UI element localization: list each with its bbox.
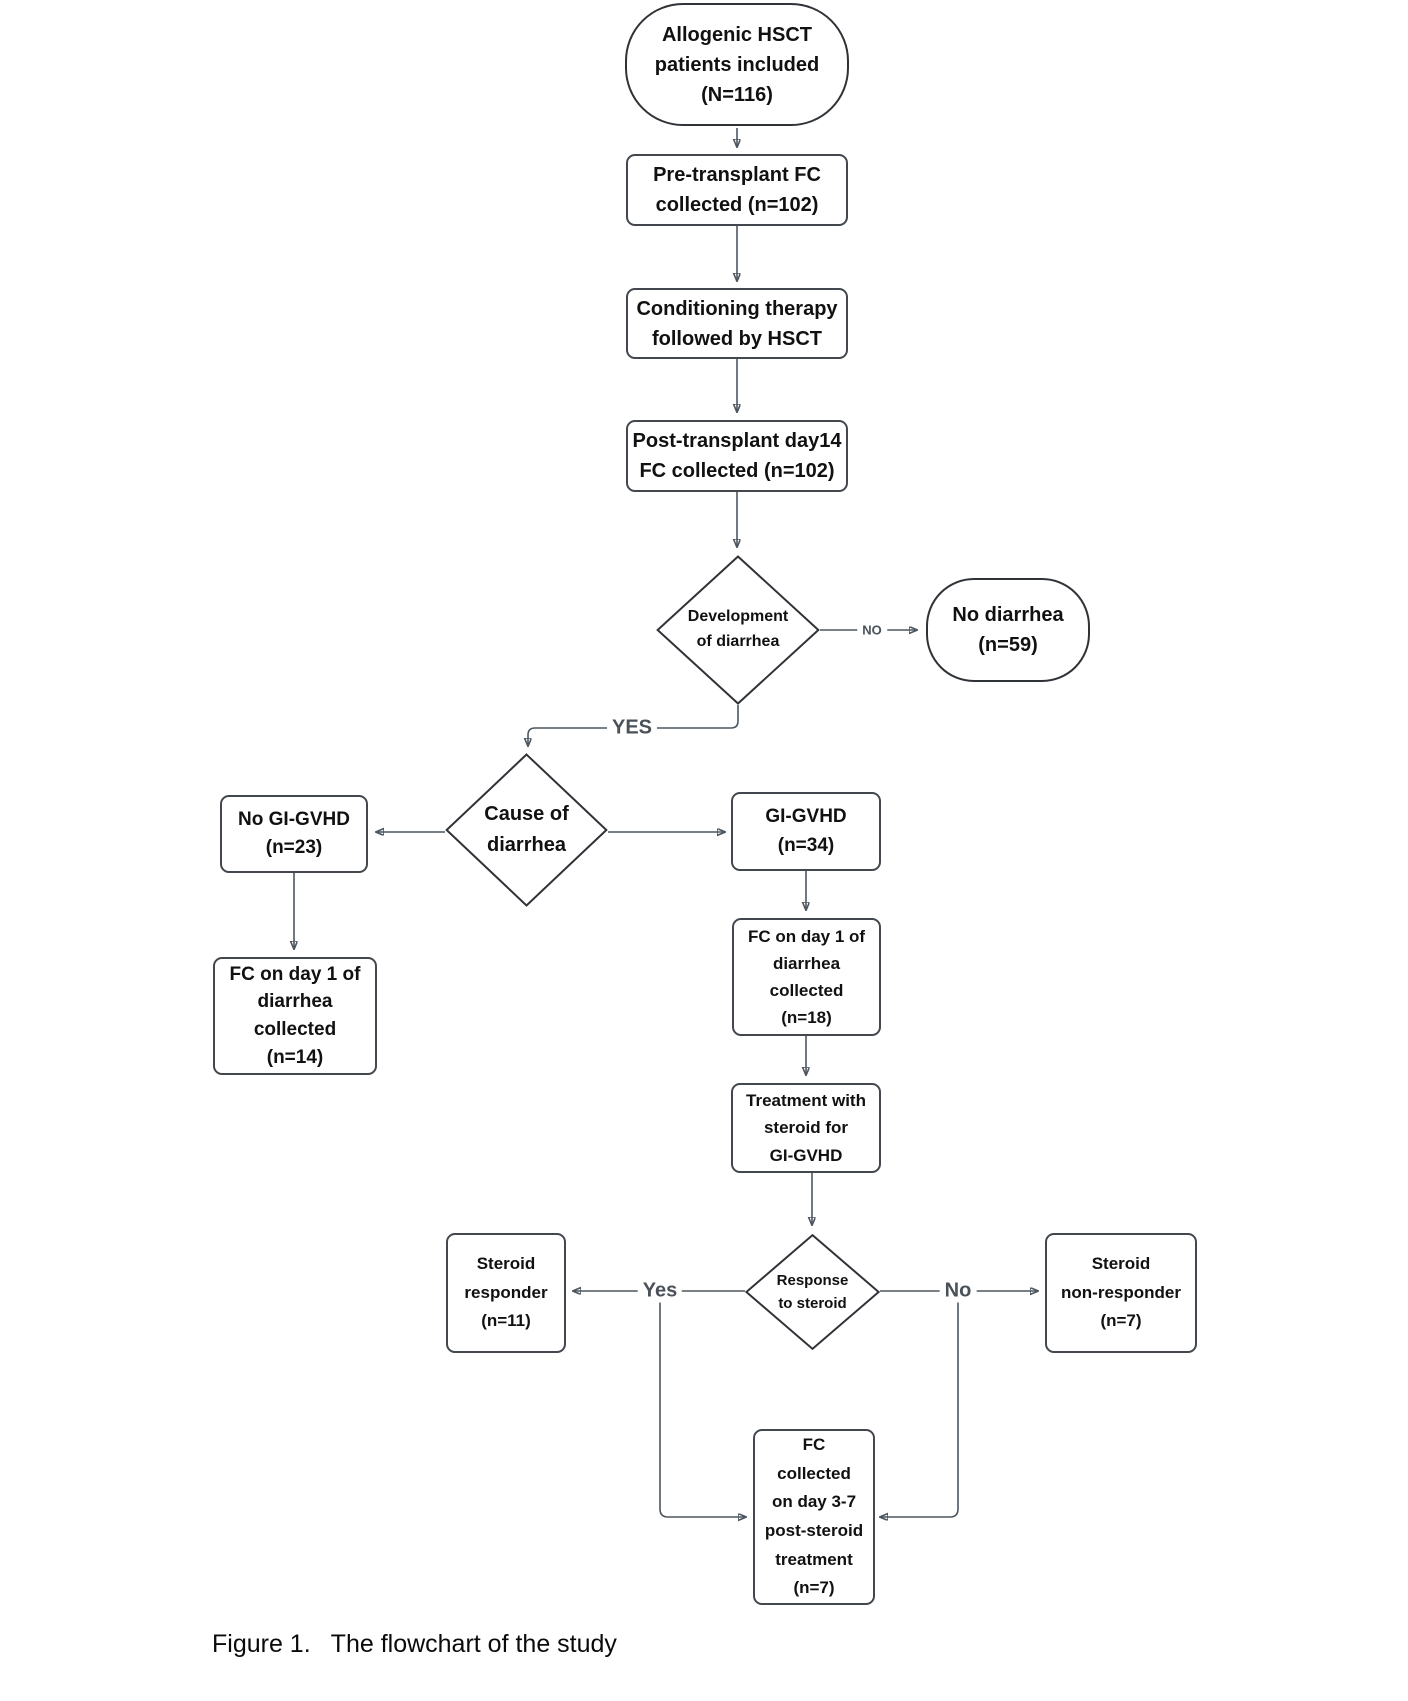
node-label-line: No diarrhea (952, 604, 1064, 626)
connector-no-branch-to-fcfinal (881, 1291, 959, 1517)
node-no-gi-gvhd: No GI-GVHD (n=23) (220, 795, 368, 873)
node-label-line: FC on day 1 of (229, 963, 361, 985)
node-label-line: (n=34) (777, 834, 835, 856)
node-label-line: (n=7) (1100, 1311, 1142, 1331)
figure-caption-label: Figure 1. (212, 1630, 311, 1658)
diamond-shape (745, 1234, 880, 1350)
node-label-line: of diarrhea (696, 633, 780, 650)
node-label-line: (n=18) (781, 1008, 832, 1028)
node-label-line: collected (253, 1019, 337, 1040)
node-steroid-responder: Steroid responder (n=11) (446, 1233, 566, 1353)
edge-label-no-upper: NO (857, 622, 887, 638)
connector-yes-branch-to-fcfinal (659, 1291, 745, 1517)
node-label-line: followed by HSCT (652, 327, 822, 350)
node-label-line: responder (464, 1282, 548, 1302)
node-label-line: patients included (654, 53, 820, 76)
node-pre-transplant-fc: Pre-transplant FC collected (n=102) (626, 154, 848, 226)
node-label-line: collected (777, 1463, 851, 1483)
node-label-line: diarrhea (772, 953, 841, 973)
node-no-diarrhea: No diarrhea (n=59) (926, 578, 1090, 682)
node-label-line: No GI-GVHD (238, 808, 350, 830)
decision-development-of-diarrhea: Development of diarrhea (656, 555, 820, 705)
edge-label-yes-lower: Yes (637, 1279, 683, 1303)
diamond-label: Response to steroid (777, 1269, 849, 1316)
node-label-line: diarrhea (487, 834, 566, 856)
node-label-line: Cause of (484, 803, 569, 825)
node-label-line: diarrhea (257, 991, 333, 1013)
node-allogenic-hsct: Allogenic HSCT patients included (N=116) (625, 3, 849, 126)
node-label-line: (n=7) (793, 1578, 835, 1598)
node-label-line: Steroid (476, 1253, 536, 1273)
node-label-line: (n=59) (978, 634, 1038, 656)
node-label-line: Pre-transplant FC (653, 164, 821, 186)
node-label-line: non-responder (1061, 1282, 1181, 1302)
node-label-line: Post-transplant day14 (632, 430, 842, 452)
node-gi-gvhd: GI-GVHD (n=34) (731, 792, 881, 871)
node-label-line: GI-GVHD (765, 806, 847, 827)
node-steroid-non-responder: Steroid non-responder (n=7) (1045, 1233, 1197, 1353)
node-label-line: Development (687, 608, 789, 626)
figure-caption-text: The flowchart of the study (330, 1630, 617, 1658)
node-fc-post-steroid: FC collected on day 3-7 post-steroid tre… (753, 1429, 875, 1605)
node-label-line: (n=23) (265, 837, 323, 858)
node-label-line: FC collected (n=102) (639, 460, 835, 482)
node-label-line: Steroid (1091, 1253, 1151, 1273)
node-label-line: steroid for (763, 1118, 849, 1138)
node-post-transplant-fc: Post-transplant day14 FC collected (n=10… (626, 420, 848, 492)
diamond-label: Development of diarrhea (688, 605, 788, 655)
node-label-line: post-steroid (764, 1521, 864, 1540)
node-label-line: (N=116) (701, 83, 773, 106)
decision-cause-of-diarrhea: Cause of diarrhea (445, 753, 608, 907)
node-label-line: GI-GVHD (769, 1145, 843, 1165)
node-label-line: collected (n=102) (655, 194, 819, 216)
node-label-line: Treatment with (746, 1091, 866, 1111)
node-label-line: to steroid (778, 1295, 847, 1312)
node-label-line: Allogenic HSCT (661, 23, 812, 46)
node-label-line: Response (776, 1271, 849, 1289)
edge-label-no-lower: No (939, 1279, 977, 1303)
diamond-shape (445, 753, 608, 907)
node-label-line: collected (769, 981, 844, 1000)
diamond-label: Cause of diarrhea (484, 799, 568, 861)
node-label-line: (n=11) (481, 1311, 531, 1331)
node-treatment-with-steroid: Treatment with steroid for GI-GVHD (731, 1083, 881, 1173)
node-label-line: treatment (775, 1549, 853, 1569)
node-label-line: Conditioning therapy (636, 297, 838, 320)
node-fc-day1-no-gi-gvhd: FC on day 1 of diarrhea collected (n=14) (213, 957, 377, 1075)
node-label-line: FC (802, 1435, 826, 1455)
decision-response-to-steroid: Response to steroid (745, 1234, 880, 1350)
diamond-shape (656, 555, 820, 705)
node-label-line: (n=14) (266, 1046, 324, 1068)
node-conditioning-therapy: Conditioning therapy followed by HSCT (626, 288, 848, 359)
node-label-line: FC on day 1 of (747, 926, 866, 946)
edge-label-yes-upper: YES (606, 716, 658, 740)
node-fc-day1-gi-gvhd: FC on day 1 of diarrhea collected (n=18) (732, 918, 881, 1036)
node-label-line: on day 3-7 (771, 1492, 857, 1512)
figure-caption: Figure 1. The flowchart of the study (212, 1630, 617, 1659)
